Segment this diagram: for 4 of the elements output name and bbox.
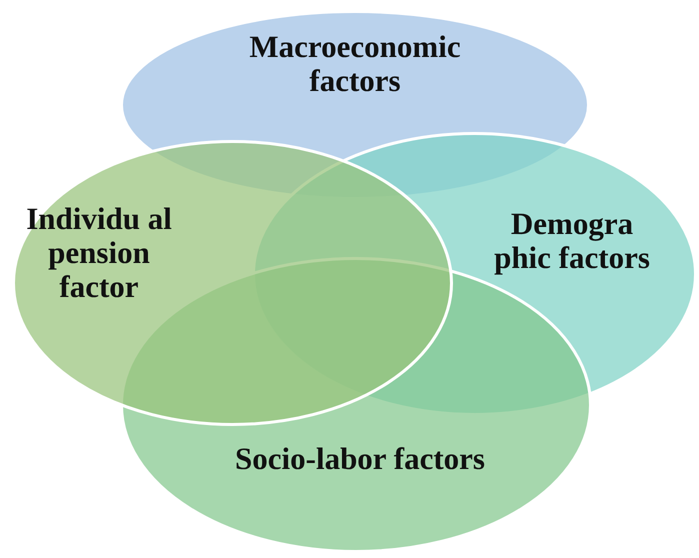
set-label: Socio-labor factors — [234, 442, 486, 476]
set-label: Individu al pension factor — [25, 202, 173, 304]
set-label: Macroeconomic factors — [248, 30, 462, 98]
set-label: Demogra phic factors — [493, 207, 651, 275]
